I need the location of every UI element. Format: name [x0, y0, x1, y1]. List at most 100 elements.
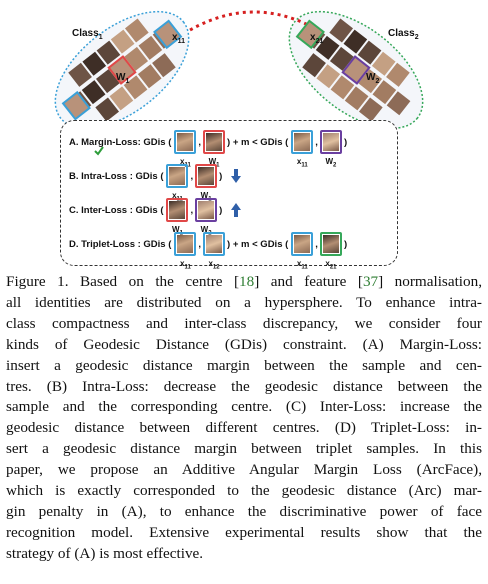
face-tile: [358, 69, 383, 94]
caption-line: all identities are distributed on a hype…: [6, 293, 482, 314]
thumb-x12: x12: [203, 232, 226, 271]
face-tile: [96, 40, 121, 65]
figure-caption: Figure 1. Based on the centre [18] and f…: [6, 272, 482, 565]
face-tile: [95, 97, 120, 122]
decrease-arrow-icon: [231, 169, 242, 183]
class1-x12-face: [61, 90, 91, 121]
caption-text: recognition model. Extensive experimenta…: [6, 523, 482, 541]
face-tile: [344, 86, 369, 111]
inter-loss-label: C. Inter-Loss : GDis (: [69, 204, 164, 216]
face-tile: [110, 29, 135, 54]
caption-text: all identities are distributed on a hype…: [6, 293, 482, 311]
face-tile: [123, 75, 148, 100]
caption-text: ] normalisation,: [378, 273, 482, 290]
face-tile: [329, 46, 354, 71]
class2-label: Class2: [388, 28, 419, 41]
caption-text: sert a geodesic distance margin between …: [6, 440, 482, 458]
triplet-loss-compare: ) + m < GDis (: [227, 238, 289, 250]
thumb-w1: W1: [203, 130, 226, 169]
caption-line: which is exactly corresponded to the geo…: [6, 481, 482, 502]
thumb-x11: x11: [291, 232, 314, 271]
caption-line: recognition model. Extensive experimenta…: [6, 523, 482, 544]
face-tile: [386, 62, 410, 87]
citation-link[interactable]: 18: [239, 273, 255, 290]
caption-line: geodesic distance between different cent…: [6, 418, 482, 439]
figure-1: Class1 Class2 x11 x21 W1 W2 x12 A. Margi…: [0, 0, 488, 271]
x21-label: x21: [310, 32, 324, 45]
caption-text: sample and the corresponding centre. (C)…: [6, 398, 482, 416]
w1-label: W1: [116, 72, 130, 85]
caption-text: insert a geodesic distance margin betwee…: [6, 356, 482, 374]
face-tile: [137, 64, 162, 89]
face-tile: [138, 35, 163, 60]
thumb-w2: W2: [195, 198, 218, 237]
caption-line: kinds of Geodesic Distance (GDis) constr…: [6, 335, 482, 356]
thumb-w2: W2: [319, 130, 342, 169]
face-tile: [330, 75, 355, 100]
thumb-x11: x11: [174, 232, 197, 271]
intra-loss-label: B. Intra-Loss : GDis (: [69, 170, 164, 182]
triplet-loss-label: D. Triplet-Loss : GDis (: [69, 238, 172, 250]
citation-link[interactable]: 37: [362, 273, 379, 290]
face-tile: [124, 18, 149, 43]
increase-arrow-icon: [231, 203, 242, 217]
class1-w1-face: [107, 55, 137, 85]
thumb-w1: W1: [195, 164, 218, 203]
caption-text: Figure 1. Based on the centre [: [6, 273, 240, 290]
thumb-x21: x21: [319, 232, 342, 271]
caption-line: sample and the corresponding centre. (C)…: [6, 397, 482, 418]
face-tile: [68, 62, 92, 87]
x11-label: x11: [172, 32, 185, 45]
caption-text: tres. (B) Intra-Loss: decrease the geode…: [6, 377, 482, 395]
class1-label: Class1: [72, 28, 103, 41]
face-tile: [372, 80, 397, 105]
caption-line: sert a geodesic distance margin between …: [6, 439, 482, 460]
face-tile: [315, 35, 340, 60]
face-tile: [95, 69, 120, 94]
thumb-x11: x11: [174, 130, 197, 169]
caption-text: class compactness and inter-class discre…: [6, 314, 482, 332]
face-tile: [82, 51, 107, 76]
caption-line: paper, we propose an Additive Angular Ma…: [6, 460, 482, 481]
caption-text: gin penalty in (A), to enhance the discr…: [6, 502, 482, 520]
caption-text: which is exactly corresponded to the geo…: [6, 482, 482, 500]
face-tile: [124, 46, 149, 71]
class1-x11-face: [153, 19, 183, 50]
inter-class-link: [189, 10, 319, 32]
face-tile: [152, 53, 176, 78]
face-tile: [109, 86, 134, 111]
w2-label: W2: [366, 72, 380, 85]
face-tile: [386, 91, 411, 116]
caption-line: strategy of (A) is most effective.: [6, 544, 482, 565]
thumb-x11: x11: [166, 164, 189, 203]
face-tile: [81, 80, 106, 105]
hypersphere-clusters: [54, 10, 424, 130]
face-tile: [302, 53, 326, 78]
caption-line: tres. (B) Intra-Loss: decrease the geode…: [6, 377, 482, 398]
caption-text: geodesic distance between different cent…: [6, 419, 482, 437]
class2-x21-face: [295, 19, 325, 50]
loss-comparison-panel: A. Margin-Loss: GDis ( x11 , W1 ) + m < …: [60, 120, 398, 271]
caption-text: kinds of Geodesic Distance (GDis) constr…: [6, 335, 482, 353]
caption-line: insert a geodesic distance margin betwee…: [6, 356, 482, 377]
margin-loss-label: A. Margin-Loss: GDis (: [69, 136, 172, 148]
face-tile: [371, 51, 396, 76]
class2-w2-face: [341, 55, 371, 85]
face-tile: [343, 29, 368, 54]
margin-loss-compare: ) + m < GDis (: [227, 136, 289, 148]
caption-text: ] and feature [: [254, 273, 363, 290]
thumb-x11: x11: [291, 130, 314, 169]
row-intra-loss: B. Intra-Loss : GDis ( x11 , W1 ): [69, 159, 242, 203]
row-inter-loss: C. Inter-Loss : GDis ( W1 , W2 ): [69, 193, 242, 237]
face-tile: [358, 97, 383, 122]
caption-line: gin penalty in (A), to enhance the discr…: [6, 502, 482, 523]
row-margin-loss: A. Margin-Loss: GDis ( x11 , W1 ) + m < …: [69, 125, 350, 169]
caption-text: paper, we propose an Additive Angular Ma…: [6, 461, 482, 479]
caption-line: Figure 1. Based on the centre [18] and f…: [6, 272, 482, 293]
row-triplet-loss: D. Triplet-Loss : GDis ( x11 , x12 ) + m…: [69, 227, 350, 271]
face-tile: [357, 40, 382, 65]
thumb-w1: W1: [166, 198, 189, 237]
caption-line: class compactness and inter-class discre…: [6, 314, 482, 335]
face-tile: [329, 18, 354, 43]
checkmark-icon: [94, 146, 104, 156]
